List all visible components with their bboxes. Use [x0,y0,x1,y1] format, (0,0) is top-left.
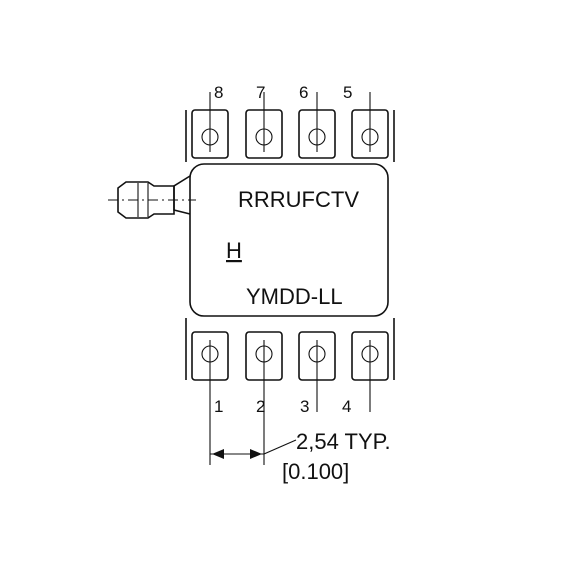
pin-label-8: 8 [214,83,223,102]
pin-label-2: 2 [256,397,265,416]
pin-6: 6 [298,83,336,159]
pin-label-1: 1 [214,397,223,416]
frame-lines [185,110,395,380]
pin-1: 1 [191,331,229,465]
pin-label-3: 3 [300,397,309,416]
marking-line-3: YMDD-LL [246,284,343,309]
pin-label-7: 7 [256,83,265,102]
pressure-port [108,181,196,219]
pin-2: 2 [245,331,283,465]
dimension-imperial: [0.100] [282,459,349,484]
pin-4: 4 [342,331,389,416]
pin-label-6: 6 [299,83,308,102]
marking-line-1: RRRUFCTV [238,187,359,212]
pin-label-5: 5 [343,83,352,102]
pin-7: 7 [245,83,283,159]
pin-3: 3 [298,331,336,416]
pin-5: 5 [343,83,389,159]
marking-line-2: H [226,238,242,263]
pin-8: 8 [191,83,229,159]
dimension-value: 2,54 TYP. [296,429,391,454]
pitch-dimension: 2,54 TYP. [0.100] [210,429,391,484]
top-pin-row: 8 7 6 5 [191,83,389,159]
bottom-pin-row: 1 2 3 4 [191,331,389,465]
pin-label-4: 4 [342,397,351,416]
